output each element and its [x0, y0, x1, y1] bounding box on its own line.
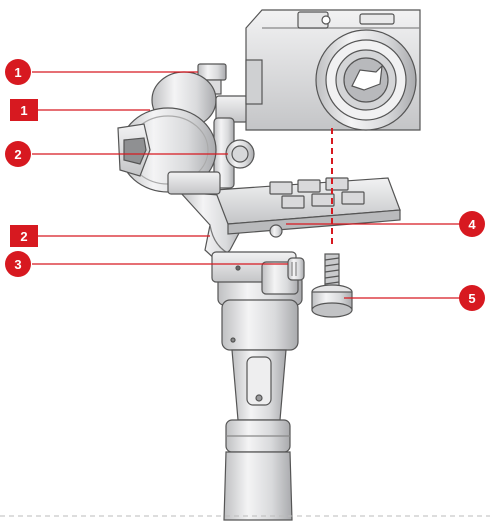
callout-circle-2: 2	[5, 141, 31, 167]
callout-circle-5: 5	[459, 285, 485, 311]
screw-icon	[311, 253, 353, 318]
callout-circle-1: 1	[5, 59, 31, 85]
tilt-knob-icon	[225, 139, 255, 169]
handle-icon	[217, 274, 303, 521]
camera-icon	[245, 9, 421, 131]
gimbal-motor-icon	[117, 63, 249, 195]
svg-text:2: 2	[14, 147, 21, 162]
leader-lines	[32, 71, 460, 299]
callout-circle-4: 4	[459, 211, 485, 237]
callout-circle-3: 3	[5, 251, 31, 277]
roll-clamp-icon	[211, 251, 305, 295]
svg-text:4: 4	[468, 217, 476, 232]
svg-text:1: 1	[14, 65, 21, 80]
callout-square-2: 2	[10, 225, 38, 247]
svg-text:1: 1	[20, 103, 27, 118]
svg-text:3: 3	[14, 257, 21, 272]
mounting-plate-icon	[214, 177, 401, 238]
svg-text:2: 2	[20, 229, 27, 244]
callout-square-1: 1	[10, 99, 38, 121]
svg-text:5: 5	[468, 291, 475, 306]
